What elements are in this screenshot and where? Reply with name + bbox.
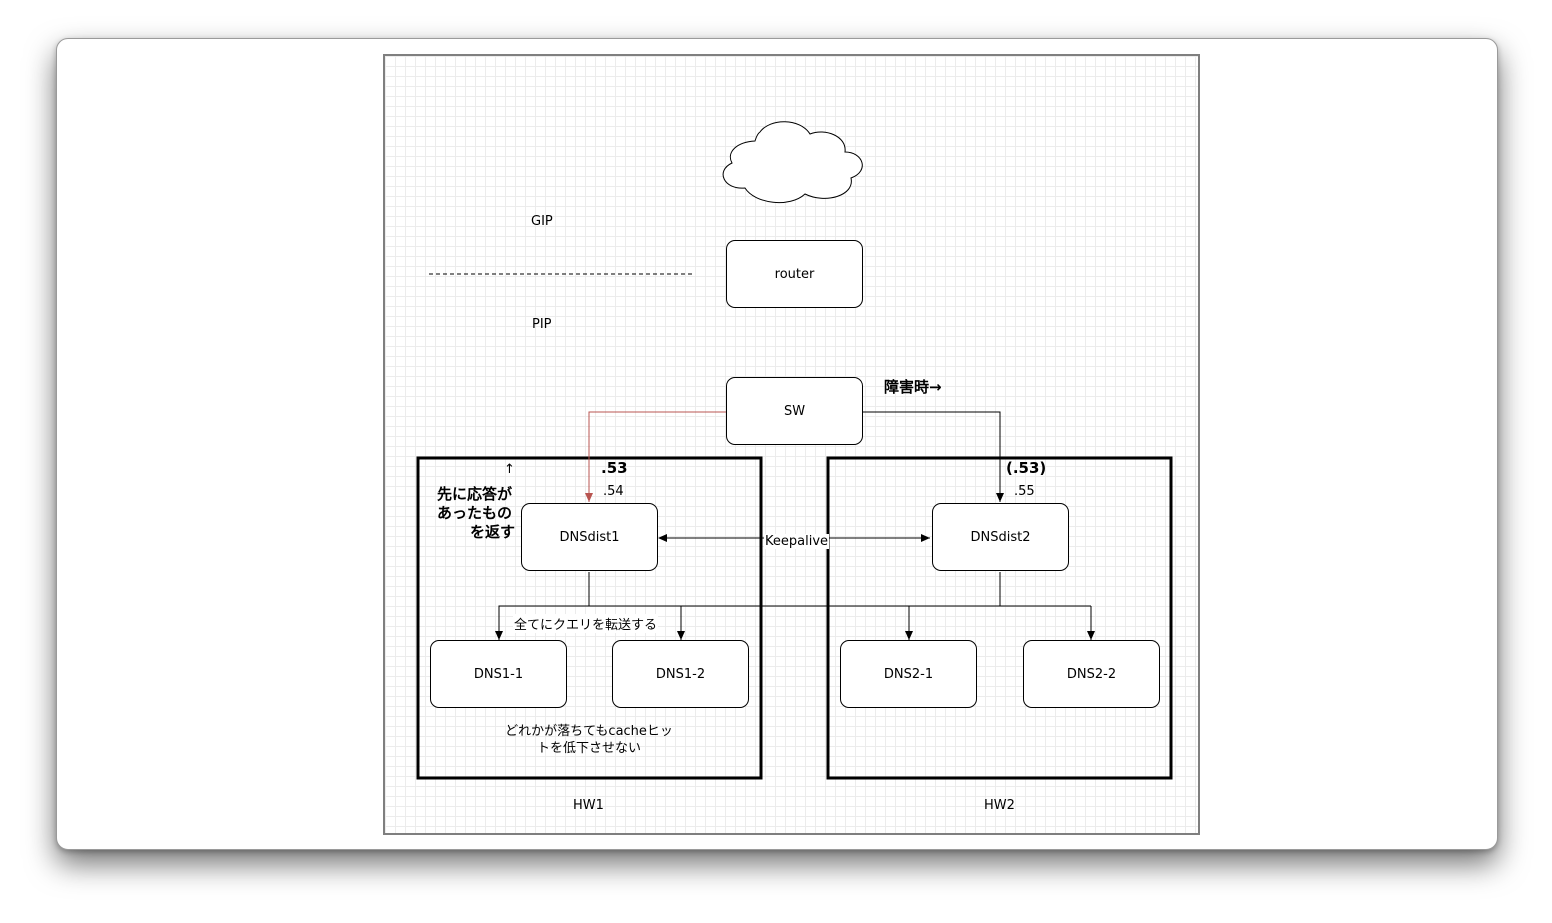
sw-node[interactable]: SW [726, 377, 863, 445]
vip-53-standby-label: (.53) [1006, 459, 1047, 477]
sw-to-dnsdist1-link [585, 411, 726, 502]
failover-label: 障害時→ [884, 378, 942, 396]
gip-label: GIP [531, 214, 553, 229]
pip-label: PIP [532, 317, 552, 332]
ip-55-label: .55 [1014, 484, 1035, 499]
cache-note-line1: どれかが落ちてもcacheヒッ [505, 724, 673, 739]
internet-cloud-icon [722, 121, 863, 204]
dnsdist2-fanout [908, 572, 1092, 640]
dns1-1-node[interactable]: DNS1-1 [430, 640, 567, 708]
vip-53-label: .53 [601, 459, 628, 477]
keepalive-label: Keepalive [764, 534, 830, 549]
dns1-2-node[interactable]: DNS1-2 [612, 640, 749, 708]
diagram-connectors [416, 121, 1173, 780]
hw2-label: HW2 [984, 798, 1015, 813]
sw-to-dnsdist2-link [863, 411, 1004, 502]
diagram-canvas: router SW DNSdist1 DNSdist2 DNS1-1 DNS1-… [383, 54, 1200, 835]
dns2-1-node[interactable]: DNS2-1 [840, 640, 977, 708]
up-arrow-label: ↑ [504, 462, 515, 477]
first-response-line1: 先に応答が [437, 485, 513, 503]
dns2-2-node[interactable]: DNS2-2 [1023, 640, 1160, 708]
router-node[interactable]: router [726, 240, 863, 308]
first-response-line3: を返す [470, 523, 516, 541]
forward-all-label: 全てにクエリを転送する [513, 614, 659, 633]
cache-note-line2: トを低下させない [536, 741, 642, 756]
first-response-line2: あったもの [437, 504, 513, 522]
app-window: router SW DNSdist1 DNSdist2 DNS1-1 DNS1-… [56, 38, 1498, 850]
ip-54-label: .54 [603, 484, 624, 499]
dnsdist2-node[interactable]: DNSdist2 [932, 503, 1069, 571]
hw1-label: HW1 [573, 798, 604, 813]
dnsdist1-node[interactable]: DNSdist1 [521, 503, 658, 571]
